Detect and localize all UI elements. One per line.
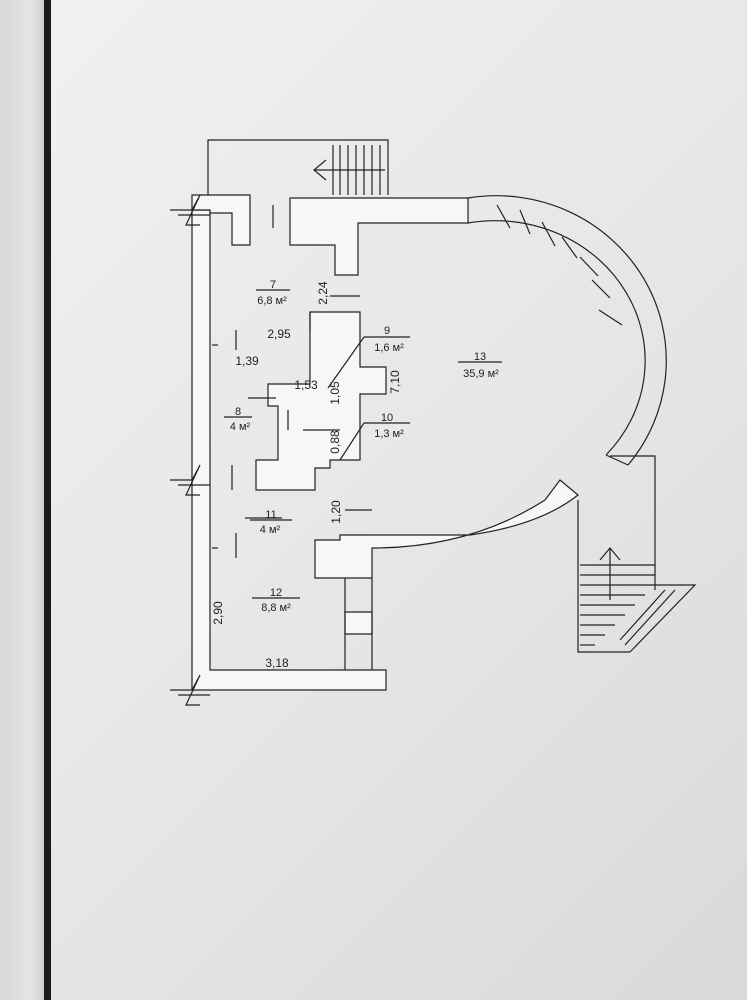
dim-1-20: 1,20 bbox=[329, 500, 343, 524]
room-8-area: 4 м² bbox=[230, 421, 251, 433]
leaders bbox=[327, 336, 365, 461]
binding-line bbox=[44, 0, 51, 1000]
room-9-number: 9 bbox=[384, 325, 390, 337]
room-12-number: 12 bbox=[270, 587, 282, 599]
room-11-number: 11 bbox=[265, 509, 276, 521]
lower-curved-wall bbox=[314, 479, 579, 579]
right-entrance-stairs bbox=[577, 455, 697, 653]
room-10-number: 10 bbox=[381, 412, 393, 424]
dim-1-05: 1,05 bbox=[328, 381, 342, 405]
room-7-number: 7 bbox=[270, 279, 276, 291]
room-11-area: 4 м² bbox=[260, 524, 281, 536]
top-wall bbox=[289, 197, 469, 276]
dim-0-88: 0,88 bbox=[328, 430, 342, 454]
dim-2-90: 2,90 bbox=[211, 601, 225, 625]
break-marks bbox=[170, 194, 210, 706]
dim-1-53: 1,53 bbox=[294, 378, 318, 392]
top-entrance-stairs bbox=[207, 139, 389, 195]
room-12-area: 8,8 м² bbox=[261, 602, 291, 614]
room-13-number: 13 bbox=[474, 351, 486, 363]
dim-7-10: 7,10 bbox=[388, 370, 402, 394]
room-8-number: 8 bbox=[235, 406, 241, 418]
dim-2-24: 2,24 bbox=[316, 281, 330, 305]
page-edge bbox=[0, 0, 44, 1000]
room-labels: 7 6,8 м² 8 4 м² 9 1,6 м² 10 1,3 м² 11 4 … bbox=[230, 279, 499, 614]
dim-3-18: 3,18 bbox=[265, 656, 289, 670]
dim-1-39: 1,39 bbox=[235, 354, 259, 368]
room-9-area: 1,6 м² bbox=[374, 342, 404, 354]
partitions bbox=[212, 205, 373, 670]
inner-walls bbox=[255, 311, 387, 491]
label-underlines bbox=[224, 289, 502, 599]
room-7-area: 6,8 м² bbox=[257, 295, 287, 307]
room-10-area: 1,3 м² bbox=[374, 428, 404, 440]
rotunda-wall bbox=[467, 195, 667, 466]
dim-2-95: 2,95 bbox=[267, 327, 291, 341]
top-left-wall bbox=[191, 194, 251, 246]
room-13-area: 35,9 м² bbox=[463, 368, 499, 380]
dimension-labels: 2,24 2,95 1,39 1,53 1,05 7,10 0,88 1,20 … bbox=[211, 281, 402, 670]
